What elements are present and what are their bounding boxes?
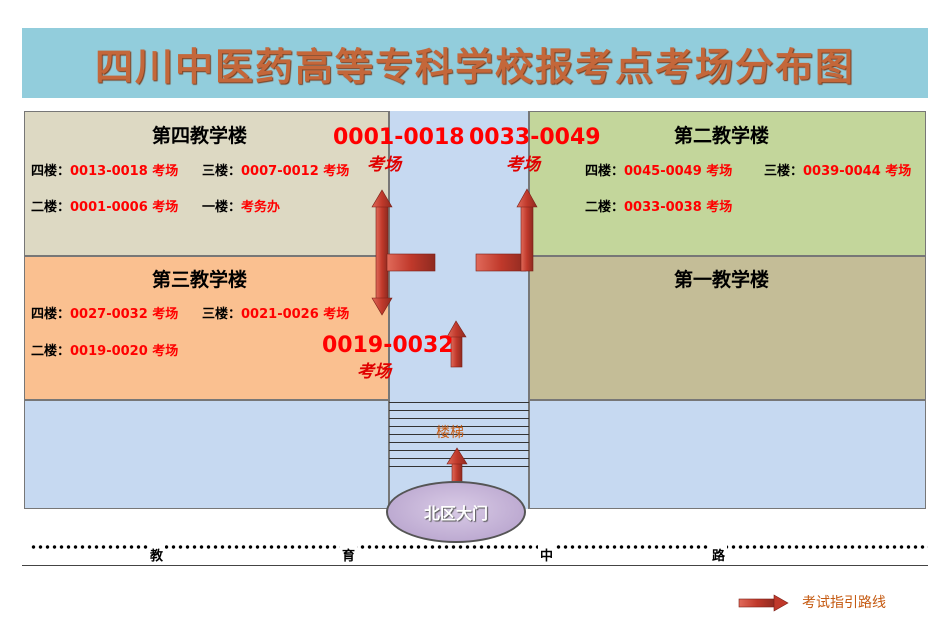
north-gate-label: 北区大门 xyxy=(423,504,488,523)
street-line xyxy=(22,565,928,566)
building-3 xyxy=(24,256,389,400)
stairs-label: 楼梯 xyxy=(436,425,464,441)
route-range-building-2: 0033-0049 xyxy=(469,125,601,150)
building-2-floor-4: 四楼：0045-0049 考场 xyxy=(585,164,733,179)
red-arrow-icon xyxy=(738,594,789,612)
route-hall-building-2: 考场 xyxy=(506,155,540,175)
route-range-building-4: 0001-0018 xyxy=(333,125,465,150)
building-1 xyxy=(529,256,926,400)
building-4-name: 第四教学楼 xyxy=(152,125,248,147)
building-3-floor-3: 三楼：0021-0026 考场 xyxy=(202,307,350,322)
legend-label: 考试指引路线 xyxy=(802,595,886,611)
building-2-name: 第二教学楼 xyxy=(674,125,770,147)
street-name-char-2: 育 xyxy=(340,545,358,564)
street-name-char-4: 路 xyxy=(710,545,728,564)
building-1-name: 第一教学楼 xyxy=(674,269,770,291)
route-arrow-middle xyxy=(446,320,467,368)
street-dotted-line xyxy=(30,543,928,553)
street-name-char-1: 教 xyxy=(148,545,166,564)
building-4-floor-2: 二楼：0001-0006 考场 xyxy=(31,200,179,215)
route-arrow-left xyxy=(371,189,436,316)
route-hall-building-4: 考场 xyxy=(367,155,401,175)
building-3-name: 第三教学楼 xyxy=(152,269,248,291)
building-4 xyxy=(24,111,389,256)
route-arrow-gate xyxy=(446,447,468,495)
route-range-building-3: 0019-0032 xyxy=(322,333,454,358)
route-arrow-right xyxy=(475,188,538,272)
building-3-floor-4: 四楼：0027-0032 考场 xyxy=(31,307,179,322)
building-4-floor-3: 三楼：0007-0012 考场 xyxy=(202,164,350,179)
building-2-floor-3: 三楼：0039-0044 考场 xyxy=(764,164,912,179)
plaza-left xyxy=(24,400,389,509)
street-name-char-3: 中 xyxy=(538,545,556,564)
title-banner: 四川中医药高等专科学校报考点考场分布图 xyxy=(22,28,928,98)
building-2 xyxy=(529,111,926,256)
building-3-floor-2: 二楼：0019-0020 考场 xyxy=(31,344,179,359)
building-4-floor-1: 一楼：考务办 xyxy=(202,200,281,215)
plaza-right xyxy=(529,400,926,509)
building-4-floor-4: 四楼：0013-0018 考场 xyxy=(31,164,179,179)
route-hall-building-3: 考场 xyxy=(357,362,391,382)
map-title: 四川中医药高等专科学校报考点考场分布图 xyxy=(94,44,855,89)
building-2-floor-2: 二楼：0033-0038 考场 xyxy=(585,200,733,215)
north-gate: 北区大门 xyxy=(386,481,526,543)
